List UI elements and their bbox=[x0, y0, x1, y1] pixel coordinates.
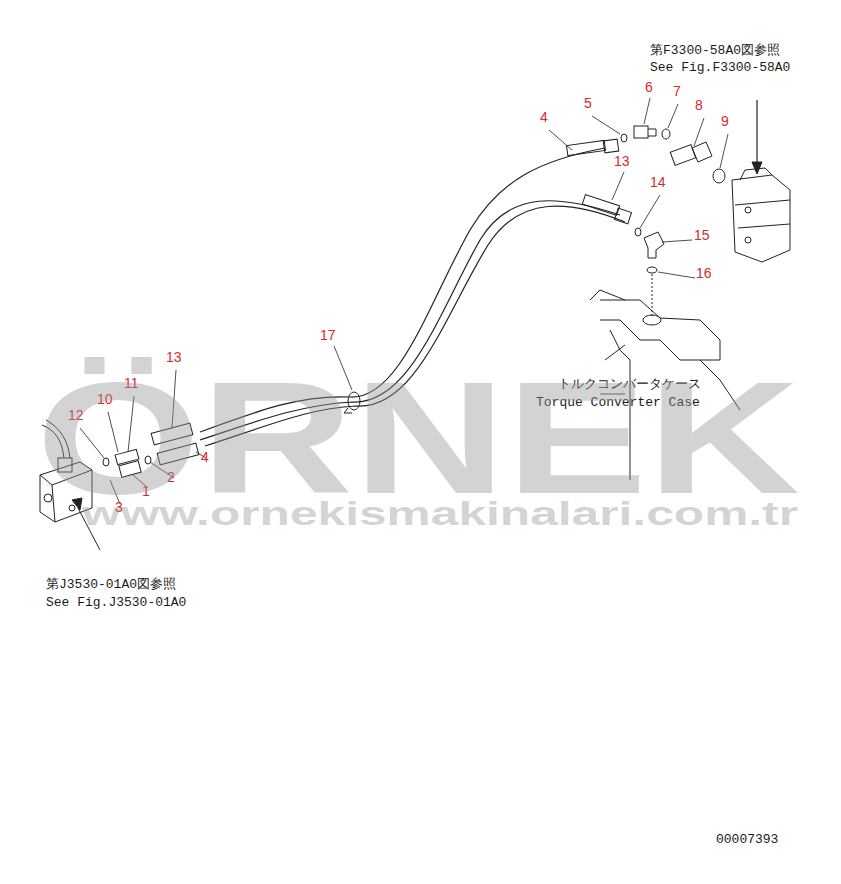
watermark: ÖRNEK bbox=[36, 358, 800, 518]
callout-number: 9 bbox=[721, 114, 729, 128]
callout-number: 5 bbox=[584, 96, 592, 110]
callout-number: 15 bbox=[694, 228, 710, 242]
reference-note: See Fig.J3530-01A0 bbox=[46, 596, 186, 609]
reference-note: 第J3530-01A0図参照 bbox=[46, 578, 176, 591]
reference-note: See Fig.F3300-58A0 bbox=[650, 61, 790, 74]
callout-number: 16 bbox=[696, 266, 712, 280]
callout-number: 4 bbox=[540, 110, 548, 124]
callout-number: 17 bbox=[320, 328, 336, 342]
callout-number: 14 bbox=[650, 175, 666, 189]
callout-number: 6 bbox=[645, 80, 653, 94]
callout-number: 7 bbox=[673, 84, 681, 98]
drawing-number: 00007393 bbox=[716, 833, 778, 846]
watermark-url: www.ornekismakinalari.com.tr bbox=[82, 496, 798, 530]
reference-note: 第F3300-58A0図参照 bbox=[650, 44, 780, 57]
callout-number: 13 bbox=[614, 154, 630, 168]
callout-number: 8 bbox=[695, 98, 703, 112]
